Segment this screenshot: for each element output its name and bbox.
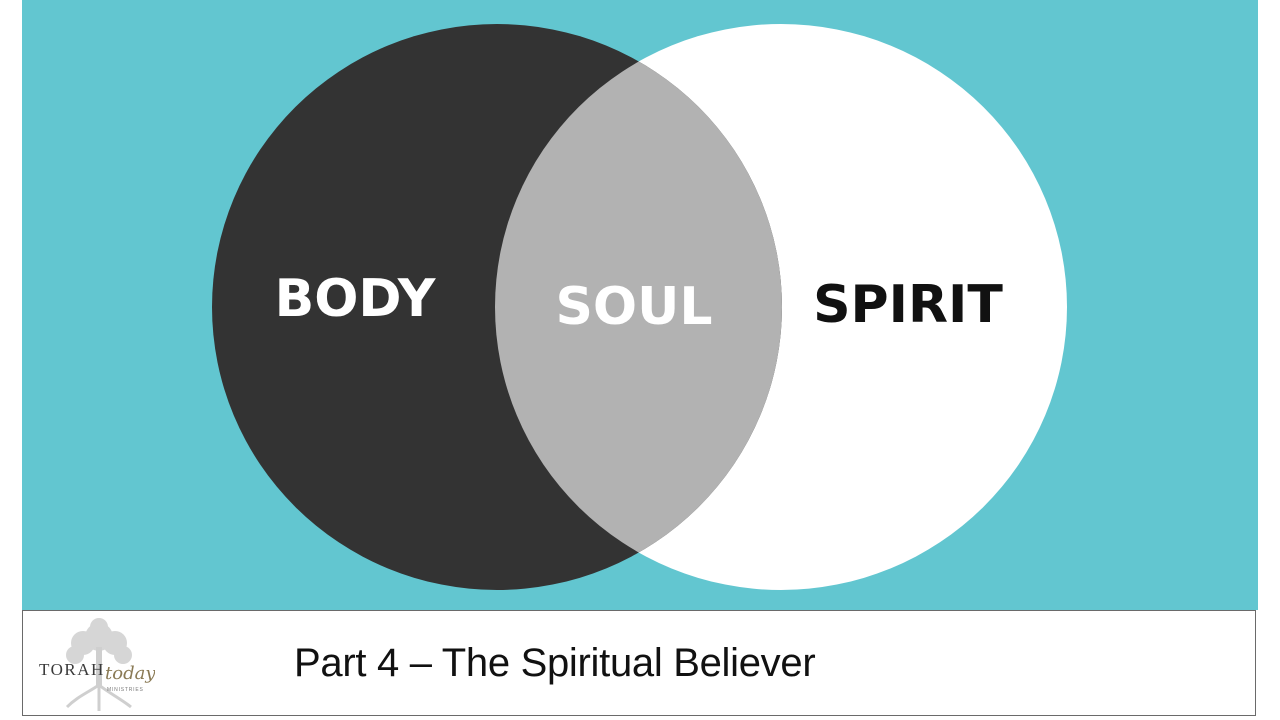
footer-bar: TORAH today MINISTRIES Part 4 – The Spir… <box>22 610 1256 716</box>
soul-overlap <box>495 24 782 590</box>
diagram-area: BODY SOUL SPIRIT <box>22 0 1258 610</box>
venn-diagram: BODY SOUL SPIRIT <box>212 24 1067 590</box>
spirit-label: SPIRIT <box>813 275 1003 335</box>
torah-today-logo: TORAH today MINISTRIES <box>39 618 155 711</box>
slide-title: Part 4 – The Spiritual Believer <box>294 641 816 685</box>
body-label: BODY <box>275 269 437 329</box>
logo-word-today: today <box>105 663 155 684</box>
logo-word-torah: TORAH <box>39 660 105 679</box>
soul-label: SOUL <box>555 277 712 337</box>
tree-icon <box>65 618 132 711</box>
logo-word-ministries: MINISTRIES <box>107 687 144 693</box>
